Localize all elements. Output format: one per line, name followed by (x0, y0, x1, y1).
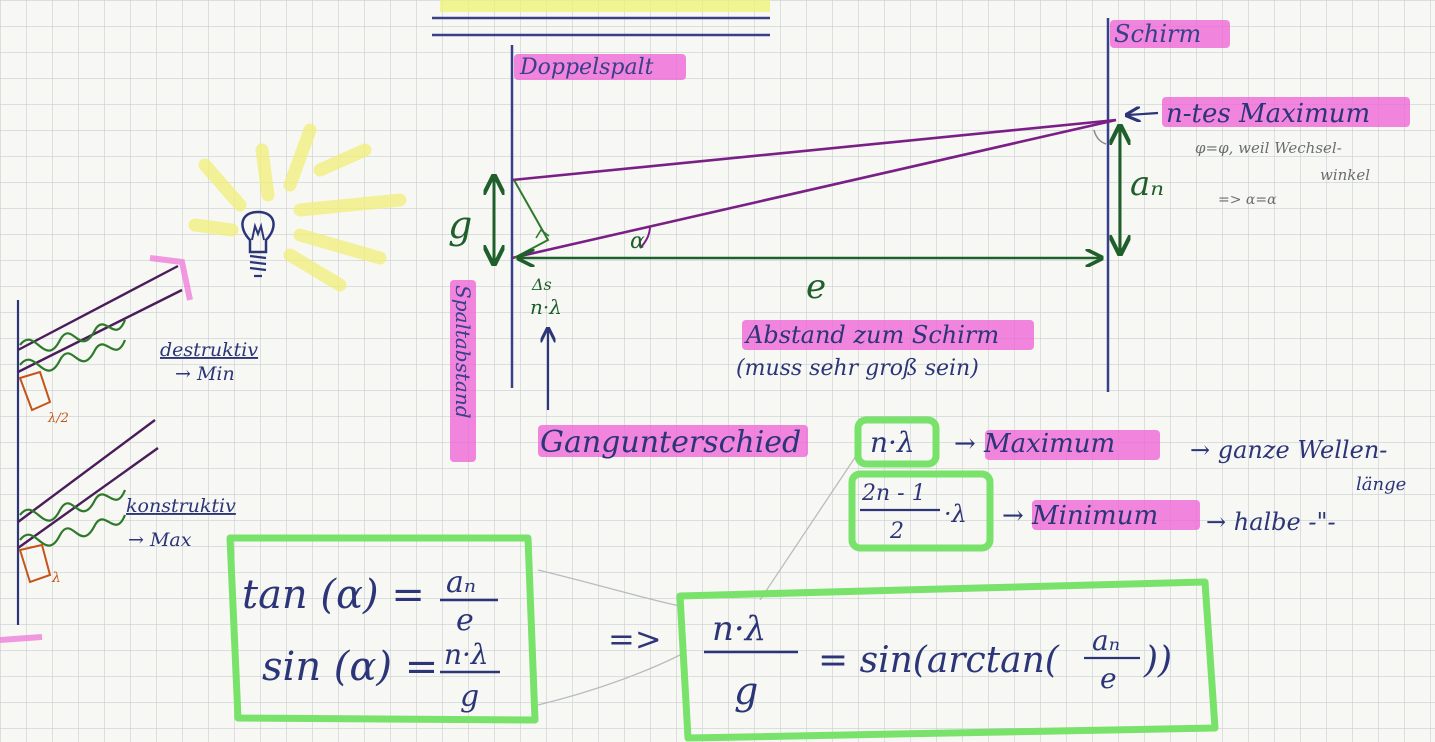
tan-formula-lhs: tan (α) = (242, 572, 425, 618)
formula-box-right (676, 578, 1219, 742)
page-header-remnant (432, 0, 770, 37)
constructive-label: konstruktiv (126, 495, 236, 517)
min-condition-denominator: 2 (889, 519, 904, 544)
formula-box-left (226, 534, 539, 724)
slit-spacing-label: Spaltabstand (451, 285, 475, 419)
to-max-label: → Max (128, 529, 192, 551)
double-slit-label: Doppelspalt (519, 55, 654, 80)
destructive-label: destruktiv (160, 339, 258, 361)
alpha-label: α (630, 229, 645, 254)
max-condition-result: → Maximum (954, 429, 1115, 459)
min-condition-box (848, 470, 994, 552)
tan-formula-numerator: aₙ (446, 565, 476, 600)
min-condition-note: → halbe -"- (1206, 508, 1336, 536)
light-bulb-icon (188, 123, 407, 292)
min-condition-numerator: 2n - 1 (861, 481, 926, 506)
n-lambda-label: n·λ (530, 295, 562, 319)
max-condition-note1: → ganze Wellen- (1190, 436, 1387, 464)
nth-maximum-label: n-tes Maximum (1166, 99, 1370, 129)
max-condition-note2: länge (1356, 474, 1406, 495)
result-rhs-suffix: )) (1143, 640, 1172, 681)
a-n-label: aₙ (1130, 164, 1164, 204)
distance-label: Abstand zum Schirm (744, 321, 999, 349)
sin-formula-denominator: g (460, 679, 479, 714)
angle-note-line2: winkel (1320, 166, 1370, 184)
lambda-label: λ (51, 570, 61, 586)
to-min-label: → Min (175, 363, 235, 385)
result-denominator: g (734, 669, 758, 713)
angle-note-line1: φ=φ, weil Wechsel- (1195, 139, 1342, 157)
min-condition-result: → Minimum (1002, 501, 1158, 531)
screen-label: Schirm (1114, 20, 1201, 48)
half-lambda-label: λ/2 (47, 411, 69, 426)
interference-sketch (0, 255, 193, 643)
delta-s-label: Δs (531, 275, 552, 294)
result-rhs-denominator: e (1100, 662, 1117, 695)
result-numerator: n·λ (712, 609, 766, 649)
implies-arrow: => (608, 620, 662, 658)
ray-lower (511, 118, 1117, 260)
result-rhs-prefix: = sin(arctan( (818, 640, 1060, 681)
pencil-connectors (537, 449, 861, 706)
max-condition-box (854, 416, 940, 468)
path-difference-label: Gangunterschied (540, 425, 801, 460)
ray-upper (511, 118, 1117, 182)
max-condition-expr: n·λ (870, 426, 915, 459)
angle-note-line3: => α=α (1218, 192, 1277, 208)
g-label: g (448, 203, 472, 247)
result-rhs-numerator: aₙ (1092, 624, 1120, 657)
sin-formula-lhs: sin (α) = (262, 644, 438, 690)
tan-formula-denominator: e (456, 603, 474, 638)
min-condition-lambda: ·λ (944, 500, 967, 528)
e-label: e (806, 267, 826, 307)
distance-note: (muss sehr groß sein) (736, 356, 979, 381)
max-pointer-arrow (1128, 113, 1159, 115)
sin-formula-numerator: n·λ (444, 638, 489, 671)
